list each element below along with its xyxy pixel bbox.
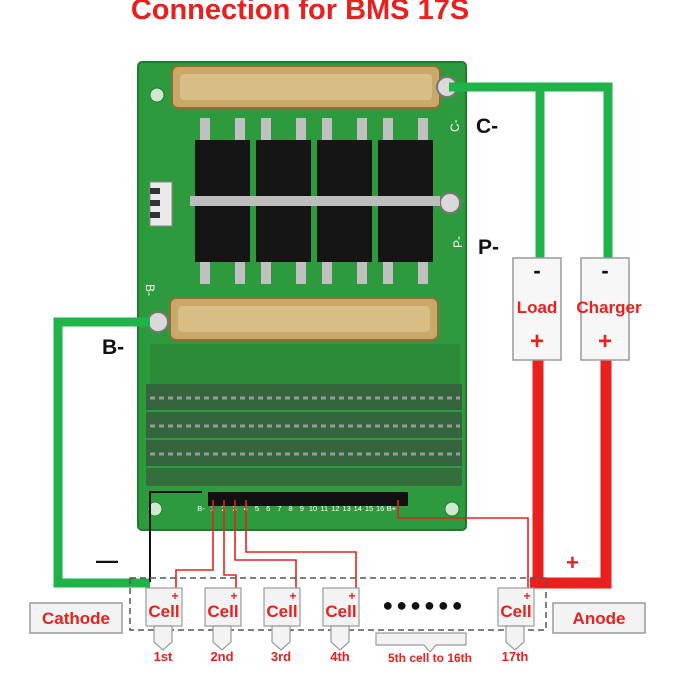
- load-label: Load: [517, 298, 558, 317]
- battery-cells: +Cell1st+Cell2nd+Cell3rd+Cell4th+Cell17t…: [145, 587, 535, 664]
- c-minus-to-charger-wire: [449, 82, 613, 258]
- connector-pin-label: 7: [277, 504, 281, 513]
- b-minus-label: B-: [102, 336, 124, 359]
- p-minus-label: P-: [478, 236, 499, 259]
- charger-label: Charger: [576, 298, 642, 317]
- silk-b-minus: B-: [143, 284, 157, 296]
- battery-cell-plus: +: [171, 589, 178, 603]
- connector-pin-label: 14: [354, 504, 362, 513]
- battery-cell-label: Cell: [500, 602, 531, 621]
- c-minus-label: C-: [476, 115, 498, 138]
- battery-cell-label: Cell: [148, 602, 179, 621]
- load-negative-sign: -: [533, 258, 540, 283]
- charger-negative-sign: -: [601, 258, 608, 283]
- battery-cell-caption: 1st: [154, 649, 173, 664]
- sense-wires: [175, 500, 529, 590]
- load-device: - Load +: [512, 257, 562, 361]
- battery-cell-tab: [212, 625, 232, 651]
- b-minus-to-cathode-wire: [53, 317, 150, 588]
- middle-cells-caption: 5th cell to 16th: [388, 651, 472, 665]
- battery-cell: +Cell 3rd: [263, 587, 301, 664]
- silk-p-minus: P-: [451, 236, 465, 248]
- anode-tag: Anode: [552, 602, 646, 634]
- battery-cell: +Cell 4th: [322, 587, 360, 664]
- b-minus-pad: [147, 311, 169, 333]
- charger-positive-wire: [530, 360, 612, 589]
- load-positive-sign: +: [530, 328, 544, 355]
- connector-pin-label: B+: [387, 504, 397, 513]
- connector-pin-label: 5: [255, 504, 259, 513]
- battery-cell-body: [322, 587, 360, 627]
- battery-cell-tab: [153, 625, 173, 651]
- battery-cell-label: Cell: [325, 602, 356, 621]
- cathode-tag: Cathode: [29, 602, 123, 634]
- battery-cell-body: [497, 587, 535, 627]
- connector-pin-label: 6: [266, 504, 270, 513]
- battery-cell-tab: [271, 625, 291, 651]
- diagram-title: Connection for BMS 17S: [130, 0, 470, 26]
- connector-pin-label: 10: [309, 504, 317, 513]
- negative-wires: [53, 82, 613, 588]
- connector-pin-label: 9: [300, 504, 304, 513]
- battery-cell-body: [145, 587, 183, 627]
- b-minus-sense-wire: [149, 491, 202, 582]
- connector-pin-label: 8: [289, 504, 293, 513]
- battery-cell-plus: +: [348, 589, 355, 603]
- charger-positive-sign: +: [598, 328, 612, 355]
- pack-positive-sign: +: [566, 550, 579, 575]
- battery-cell-plus: +: [289, 589, 296, 603]
- connector-pin-label: B-: [197, 504, 205, 513]
- connector-pin-label: 15: [365, 504, 373, 513]
- battery-cell-caption: 4th: [330, 649, 350, 664]
- pack-negative-sign: —: [96, 548, 118, 573]
- battery-cell-caption: 2nd: [210, 649, 233, 664]
- battery-cell-plus: +: [230, 589, 237, 603]
- balance-connector: [208, 492, 408, 506]
- battery-cell-tab: [505, 625, 525, 651]
- battery-cell-caption: 3rd: [271, 649, 291, 664]
- connector-pin-label: 12: [331, 504, 339, 513]
- positive-wires: [530, 360, 612, 589]
- battery-cell-body: [204, 587, 242, 627]
- balance-circuit: [146, 344, 462, 486]
- middle-caption-tab: [375, 632, 467, 653]
- battery-cell-plus: +: [523, 589, 530, 603]
- silk-c-minus: C-: [448, 119, 462, 132]
- battery-cell-tab: [330, 625, 350, 651]
- connector-pin-label: 11: [320, 504, 328, 513]
- battery-cell-label: Cell: [266, 602, 297, 621]
- connector-pin-label: 16: [376, 504, 384, 513]
- mosfet-array: [190, 118, 440, 284]
- connector-pin-label: 13: [342, 504, 350, 513]
- cathode-label: Cathode: [42, 609, 110, 628]
- battery-cell-label: Cell: [207, 602, 238, 621]
- charger-device: - Charger +: [576, 257, 642, 361]
- p-minus-pad: [439, 192, 461, 214]
- anode-label: Anode: [573, 609, 626, 628]
- battery-cell: +Cell 17th: [497, 587, 535, 664]
- battery-cell-caption: 17th: [502, 649, 529, 664]
- cells-ellipsis-dots: ●●●●●●: [382, 595, 465, 615]
- battery-cell: +Cell 2nd: [204, 587, 242, 664]
- battery-cell: +Cell 1st: [145, 587, 183, 664]
